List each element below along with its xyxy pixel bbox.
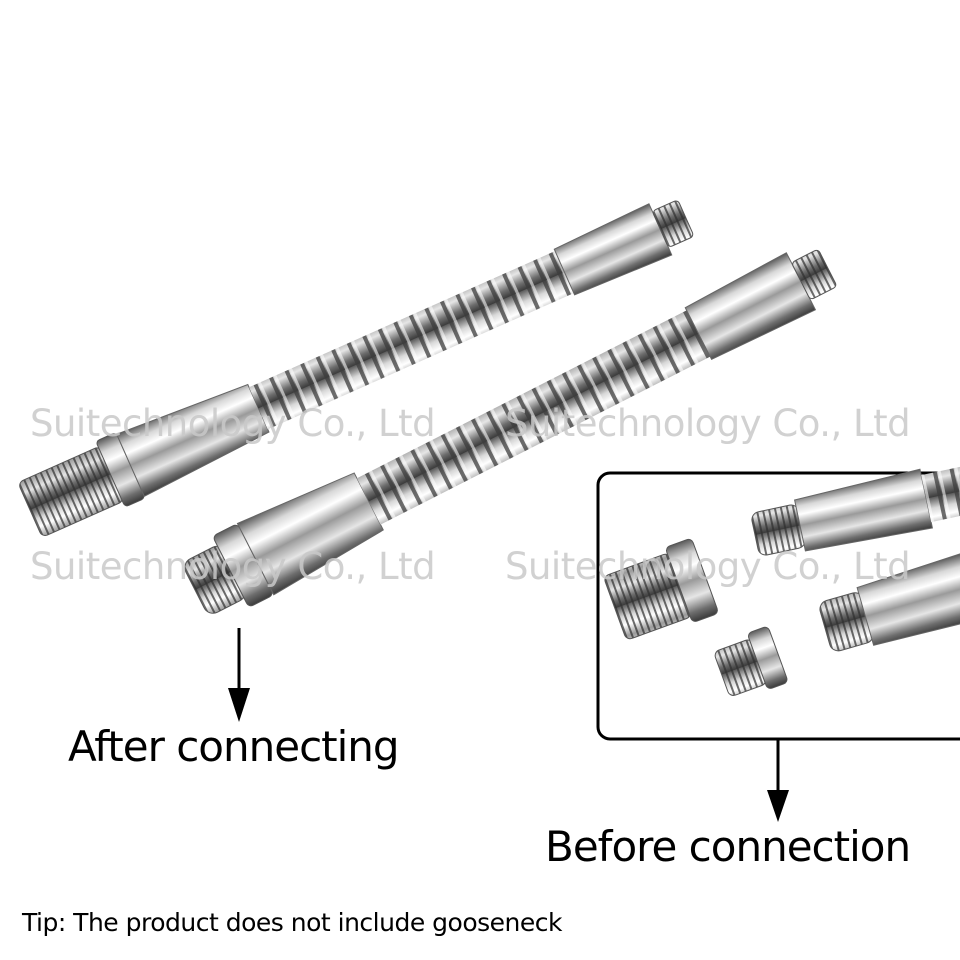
watermark-text: Suitechnology Co., Ltd — [30, 402, 436, 445]
watermark-text: Suitechnology Co., Ltd — [505, 545, 911, 588]
tip-text: Tip: The product does not include goosen… — [22, 908, 562, 937]
flex-coil-hose — [356, 310, 711, 525]
hose-end-upper — [751, 462, 960, 556]
end-thread — [652, 200, 694, 247]
loose-adapter-large — [604, 538, 718, 640]
arrow-down-icon — [228, 628, 250, 722]
end-thread — [792, 249, 837, 300]
arrow-down-icon — [767, 740, 789, 822]
before-connection-label: Before connection — [545, 822, 911, 871]
end-sleeve — [684, 252, 817, 360]
inset-frame — [596, 462, 960, 741]
tapered-sleeve — [236, 472, 384, 596]
end-sleeve — [553, 203, 673, 296]
gooseneck-assembly-lower — [184, 249, 837, 614]
hose-end-lower — [819, 553, 960, 652]
gooseneck-assembly-upper — [19, 200, 694, 536]
watermark-text: Suitechnology Co., Ltd — [505, 402, 911, 445]
tapered-sleeve — [115, 383, 270, 498]
loose-adapter-small — [714, 626, 788, 696]
watermark-text: Suitechnology Co., Ltd — [30, 545, 436, 588]
flex-coil-hose — [249, 251, 574, 430]
after-connecting-label: After connecting — [68, 722, 400, 771]
